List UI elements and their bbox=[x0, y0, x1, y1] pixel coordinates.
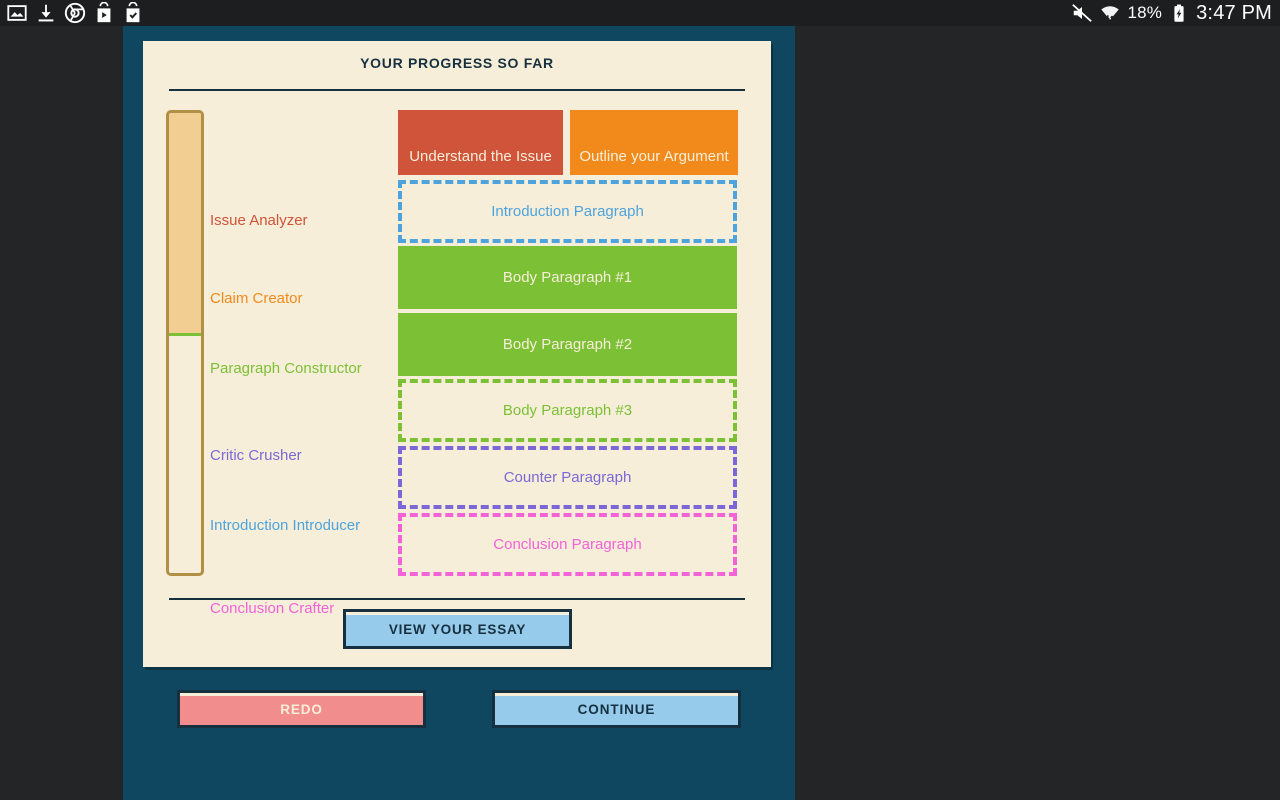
paragraph-block[interactable]: Conclusion Paragraph bbox=[398, 513, 737, 576]
stage-label: Paragraph Constructor bbox=[210, 360, 362, 377]
battery-percent-label: 18% bbox=[1127, 3, 1163, 22]
paragraph-block[interactable]: Counter Paragraph bbox=[398, 446, 737, 509]
paragraph-block[interactable]: Body Paragraph #2 bbox=[398, 313, 737, 376]
paragraph-block[interactable]: Introduction Paragraph bbox=[398, 180, 737, 243]
continue-button[interactable]: CONTINUE bbox=[492, 690, 741, 728]
status-bar-clock: 3:47 PM bbox=[1196, 1, 1272, 24]
stage-label: Claim Creator bbox=[210, 290, 303, 307]
image-icon bbox=[6, 2, 28, 24]
volume-mute-icon bbox=[1071, 2, 1093, 24]
stage-block[interactable]: Understand the Issue bbox=[398, 110, 563, 175]
overall-progress-fill bbox=[169, 113, 201, 337]
stage-label: Introduction Introducer bbox=[210, 517, 361, 534]
divider-top bbox=[169, 89, 745, 91]
paragraph-block[interactable]: Body Paragraph #3 bbox=[398, 379, 737, 442]
redo-button[interactable]: REDO bbox=[177, 690, 426, 728]
android-status-bar: 18% 3:47 PM bbox=[0, 0, 1280, 26]
overall-progress-bar bbox=[166, 110, 204, 576]
play-store-installed-icon bbox=[122, 1, 144, 24]
battery-charging-icon bbox=[1168, 2, 1190, 24]
chrome-icon bbox=[64, 2, 86, 24]
status-bar-system-icons: 18% 3:47 PM bbox=[1071, 2, 1280, 25]
stage-label: Issue Analyzer bbox=[210, 212, 308, 229]
stage-block[interactable]: Outline your Argument bbox=[570, 110, 738, 175]
page-title: YOUR PROGRESS SO FAR bbox=[360, 55, 554, 71]
status-bar-notification-icons bbox=[0, 1, 144, 24]
download-icon bbox=[35, 2, 57, 24]
paragraph-block[interactable]: Body Paragraph #1 bbox=[398, 246, 737, 309]
wifi-icon bbox=[1099, 2, 1121, 24]
divider-bottom bbox=[169, 598, 745, 600]
view-essay-button[interactable]: VIEW YOUR ESSAY bbox=[343, 609, 572, 649]
stage-label: Conclusion Crafter bbox=[210, 600, 335, 617]
stage-label: Critic Crusher bbox=[210, 447, 302, 464]
play-store-icon bbox=[93, 1, 115, 24]
